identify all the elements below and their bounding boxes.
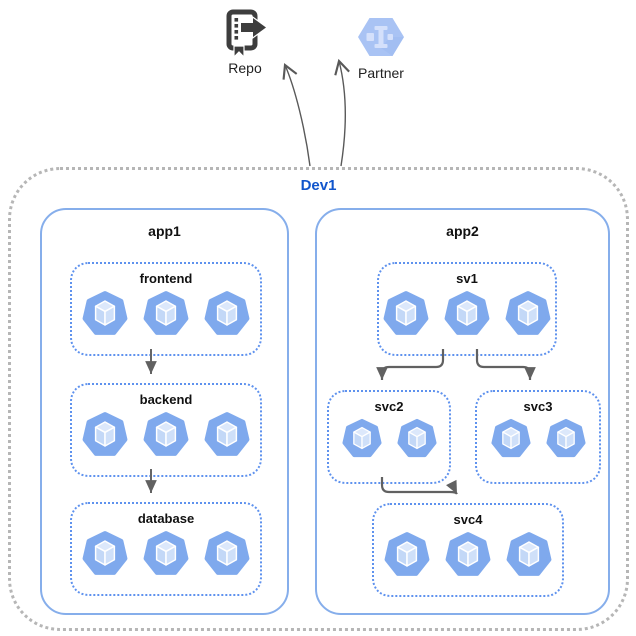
pod-icon [383, 289, 429, 337]
service-database-title: database [137, 511, 195, 526]
database-pods [72, 529, 260, 577]
sv1-pods [379, 289, 555, 337]
pod-icon [445, 530, 491, 578]
pod-icon [143, 410, 189, 458]
pod-icon [82, 410, 128, 458]
service-sv1-title: sv1 [456, 271, 478, 286]
cluster-dev1: Dev1 app1 frontend backend database [8, 167, 629, 631]
pod-icon [545, 418, 586, 458]
service-svc4: svc4 [372, 503, 564, 597]
svc3-pods [477, 417, 599, 459]
service-svc2: svc2 [327, 390, 451, 484]
cluster-title: Dev1 [300, 177, 337, 194]
source-repository-icon [224, 8, 270, 58]
pod-icon [204, 529, 250, 577]
group-app1-title: app1 [148, 223, 181, 239]
pod-icon [384, 530, 430, 578]
backend-pods [72, 410, 260, 458]
pod-icon [490, 418, 531, 458]
pod-icon [505, 289, 551, 337]
service-svc2-title: svc2 [374, 399, 404, 414]
service-svc4-title: svc4 [453, 512, 483, 527]
service-svc3: svc3 [475, 390, 601, 484]
edge-dev1-repo [282, 62, 311, 167]
partner-label: Partner [358, 65, 404, 81]
service-backend: backend [70, 383, 262, 477]
pod-icon [82, 289, 128, 337]
edge-dev1-partner [334, 58, 350, 167]
service-sv1: sv1 [377, 262, 557, 356]
service-frontend-title: frontend [139, 271, 193, 286]
partner-hexagon-icon [356, 14, 406, 60]
group-app2-title: app2 [446, 223, 479, 239]
group-app1: app1 frontend backend database [40, 208, 289, 615]
service-backend-title: backend [139, 392, 193, 407]
service-svc3-title: svc3 [523, 399, 553, 414]
pod-icon [204, 410, 250, 458]
pod-icon [396, 418, 437, 458]
service-database: database [70, 502, 262, 596]
pod-icon [204, 289, 250, 337]
pod-icon [82, 529, 128, 577]
svc4-pods [374, 530, 562, 578]
pod-icon [143, 289, 189, 337]
svc2-pods [329, 417, 449, 459]
pod-icon [341, 418, 382, 458]
pod-icon [506, 530, 552, 578]
repo-label: Repo [228, 60, 262, 76]
frontend-pods [72, 289, 260, 337]
pod-icon [444, 289, 490, 337]
group-app2: app2 sv1 svc2 svc3 svc4 [315, 208, 610, 615]
pod-icon [143, 529, 189, 577]
service-frontend: frontend [70, 262, 262, 356]
